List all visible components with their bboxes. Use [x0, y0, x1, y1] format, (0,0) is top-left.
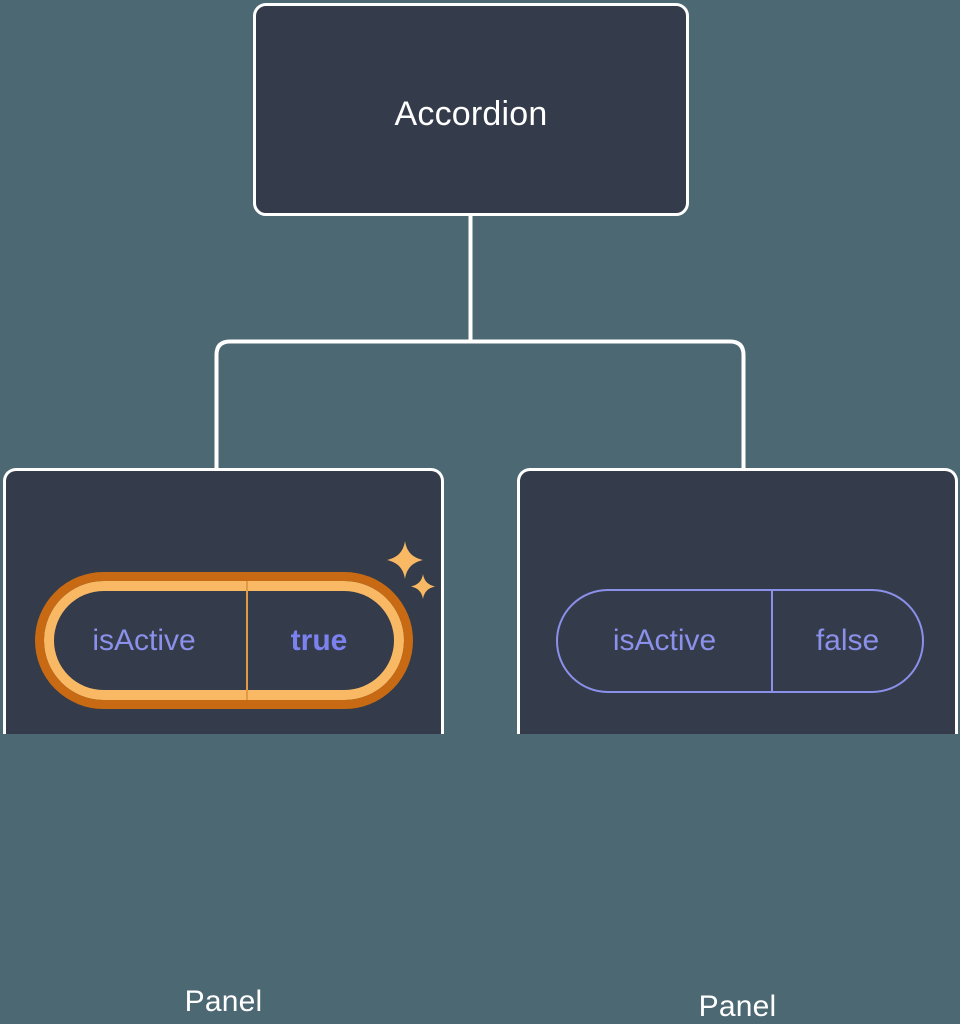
prop-pill-isactive-false[interactable]: isActive false — [556, 589, 924, 693]
node-panel-inactive-label: Panel — [698, 990, 777, 1023]
connector-bus — [214, 339, 746, 470]
prop-pill-isactive-true[interactable]: isActive true — [35, 572, 413, 709]
node-accordion[interactable]: Accordion — [253, 3, 689, 216]
node-panel-active-label: Panel — [184, 985, 263, 1018]
prop-value-label: true — [290, 623, 348, 657]
prop-key-label: isActive — [44, 581, 248, 700]
diagram-canvas: Accordion Panel isActive true Panel isAc… — [3, 3, 958, 1023]
prop-value-label: false — [815, 624, 880, 657]
node-accordion-label: Accordion — [394, 95, 548, 133]
prop-pill-inner: isActive true — [44, 581, 404, 700]
prop-key-label: isActive — [558, 591, 773, 691]
